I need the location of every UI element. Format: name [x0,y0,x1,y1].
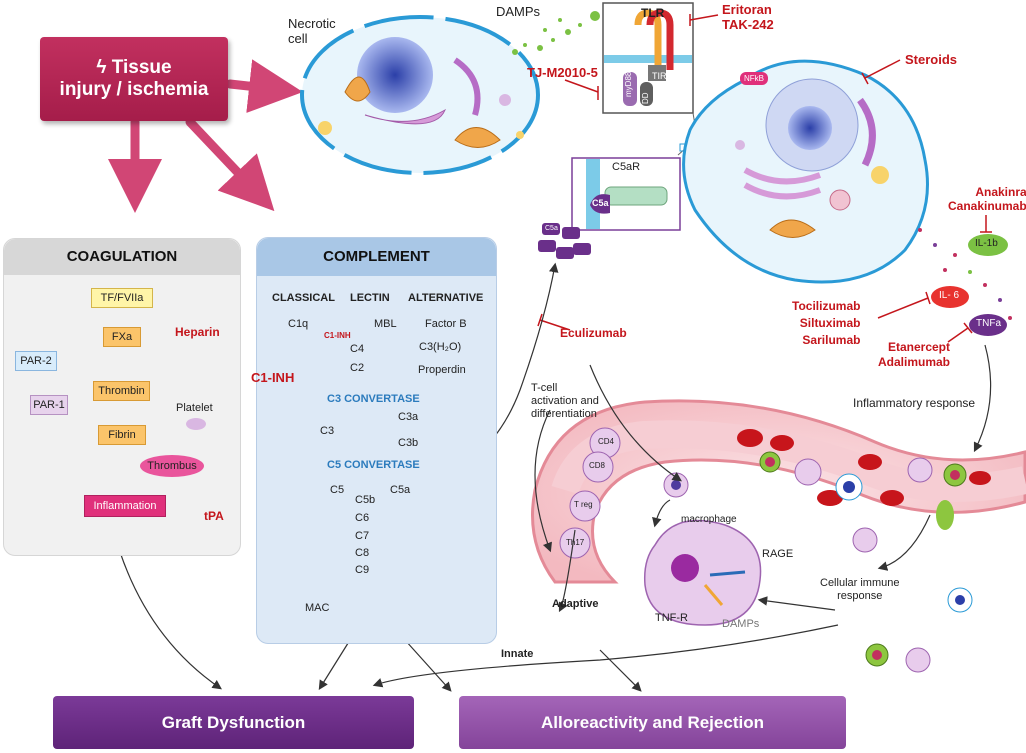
il6-label: IL- 6 [939,290,960,301]
c5a-ligand-label: C5a [592,198,609,208]
c1q-label: C1q [288,318,309,330]
complement-panel: COMPLEMENT [256,237,497,644]
tissue-line1: Tissue [111,57,172,78]
c5a-label: C5a [390,484,411,496]
lightning-icon: ϟ [96,57,112,78]
c3b-label: C3b [398,437,419,449]
damp-dots [512,11,600,55]
inflammatory-cell [682,59,929,284]
tnfr-label: TNF-R [655,612,688,624]
mac-label: MAC [305,602,330,614]
c6-label: C6 [355,512,370,524]
steroids-label: Steroids [905,52,958,67]
coagulation-title: COAGULATION [4,239,240,275]
heparin-label: Heparin [175,325,220,339]
par1-node: PAR-1 [30,395,68,415]
c5-label: C5 [330,484,345,496]
tnfa-label: TNFa [976,318,1001,329]
c3h2o-label: C3(H₂O) [419,341,462,353]
cytokine-pills [931,234,1008,336]
tjm-label: TJ-M2010-5 [527,65,598,80]
lectin-label: LECTIN [350,292,390,304]
platelet-label: Platelet [176,402,213,414]
c3-convertase-label: C3 CONVERTASE [327,393,420,405]
fibrin-node: Fibrin [98,425,146,445]
c7-label: C7 [355,530,370,542]
tf-fviia-node: TF/FVIIa [91,288,153,308]
c8-label: C8 [355,547,370,559]
innate-label: Innate [501,648,534,660]
necrotic-cell [300,15,540,175]
c5-convertase-label: C5 CONVERTASE [327,459,420,471]
tissue-injury-box: ϟ Tissue injury / ischemia [40,37,228,121]
cd8-label: CD8 [589,461,606,470]
myd88-label: myD88 [624,71,633,97]
factor-b-label: Factor B [425,318,467,330]
treg-label: T reg [574,500,593,509]
tir-label: TIR [652,71,667,81]
damps-bottom-label: DAMPs [722,618,760,630]
classical-label: CLASSICAL [272,292,335,304]
rbc [737,429,991,506]
c4-label: C4 [350,343,365,355]
fxa-node: FXa [103,327,141,347]
complement-title: COMPLEMENT [257,238,496,276]
c5ar-label: C5aR [612,161,641,173]
tlr-label: TLR [641,6,665,20]
tcells [559,427,621,559]
c9-label: C9 [355,564,370,576]
alloreactivity-box: Alloreactivity and Rejection [459,696,846,749]
macrophage-label: macrophage [681,514,737,525]
rage-label: RAGE [762,548,794,560]
c5ar-box [571,157,681,231]
th17-label: Th17 [566,538,585,547]
floating-cells [865,587,973,673]
c5a-fragment-label: C5a [545,225,558,232]
tpa-label: tPA [204,509,224,523]
properdin-label: Properdin [418,364,466,376]
dd-label: DD [641,92,650,104]
c1inh-small-label: C1-INH [324,331,351,340]
cd4-label: CD4 [598,437,615,446]
c2-label: C2 [350,362,365,374]
c3a-label: C3a [398,411,419,423]
inflammation-node: Inflammation [84,495,166,517]
leukocytes [663,451,967,553]
platelet-shape [186,418,206,430]
tlr-box [602,2,694,114]
damps-top-label: DAMPs [496,4,541,19]
c3-label: C3 [320,425,335,437]
par2-node: PAR-2 [15,351,57,371]
il1b-label: IL-1b [975,238,998,249]
nfkb-badge: NFkB [740,72,768,85]
mbl-label: MBL [374,318,397,330]
tissue-arrows [108,59,303,213]
tissue-line2: injury / ischemia [59,79,209,100]
c5b-label: C5b [355,494,376,506]
eculizumab-label: Eculizumab [560,326,627,340]
graft-dysfunction-box: Graft Dysfunction [53,696,414,749]
inflammatory-response-label: Inflammatory response [853,396,976,410]
thrombus-node: Thrombus [140,455,204,477]
macrophage [643,519,762,626]
thrombin-node: Thrombin [93,381,150,401]
c5a-fragments [538,223,591,259]
alternative-label: ALTERNATIVE [408,292,484,304]
c1inh-big-label: C1-INH [251,370,295,385]
adaptive-label: Adaptive [552,598,599,610]
